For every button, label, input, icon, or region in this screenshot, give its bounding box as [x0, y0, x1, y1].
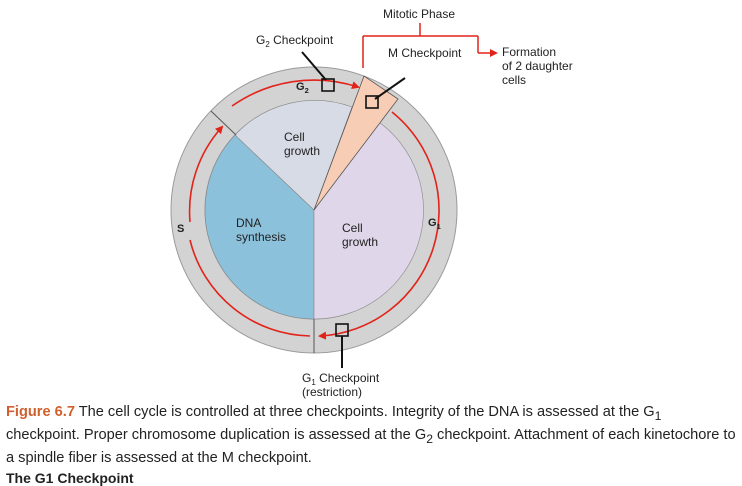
- g2-checkpoint-box: [321, 78, 335, 92]
- arc-arrow-s-lower: [189, 239, 311, 337]
- arc-arrow-s-upper: [188, 125, 224, 223]
- dna-synthesis-line2: synthesis: [236, 230, 286, 244]
- formation-label-2: of 2 daughter: [502, 59, 573, 73]
- m-pointer-line: [374, 77, 406, 100]
- caption-text-1: The cell cycle is controlled at three ch…: [74, 404, 655, 420]
- arc-arrow-g1: [318, 111, 440, 340]
- g2-cell-growth-sector: [234, 100, 353, 211]
- figure-label: Figure 6.7: [6, 404, 75, 420]
- g1-checkpoint-label: G1 Checkpoint: [302, 371, 380, 387]
- m-checkpoint-box: [365, 95, 379, 109]
- formation-label-3: cells: [502, 73, 526, 87]
- ring-divider-s-g2: [210, 110, 237, 136]
- caption-sub-2: 2: [426, 431, 433, 446]
- g2-checkpoint-label: G2 Checkpoint: [256, 33, 334, 49]
- arc-arrow-g2: [231, 79, 360, 107]
- mitotic-phase-wedge: [313, 75, 399, 211]
- figure-caption: Figure 6.7 The cell cycle is controlled …: [6, 403, 738, 468]
- ring-label-s: S: [177, 223, 184, 235]
- caption-text-2: checkpoint. Proper chromosome duplicatio…: [6, 426, 427, 443]
- mitotic-phase-label: Mitotic Phase: [383, 7, 455, 21]
- g1-cell-growth-sector: [313, 119, 424, 320]
- cell-growth-right-line1: Cell: [342, 221, 363, 235]
- g2-pointer-line: [301, 51, 327, 81]
- m-checkpoint-label: M Checkpoint: [388, 46, 462, 60]
- caption-text-3: checkpoint. Attachment of each kinetocho…: [6, 426, 736, 466]
- cell-growth-top-line1: Cell: [284, 130, 305, 144]
- caption-sub-1: 1: [654, 408, 662, 423]
- cell-growth-right-line2: growth: [342, 235, 378, 249]
- dna-synthesis-line1: DNA: [236, 216, 261, 230]
- ring-label-g2: G2: [296, 81, 309, 95]
- formation-label-1: Formation: [502, 45, 556, 59]
- ring-label-g1: G1: [428, 217, 441, 231]
- cell-cycle-diagram: Mitotic Phase M Checkpoint Formation of …: [170, 7, 573, 399]
- g1-checkpoint-note: (restriction): [302, 385, 362, 399]
- next-section-heading: The G1 Checkpoint: [6, 470, 134, 486]
- dna-synthesis-sector: [204, 134, 315, 320]
- cell-growth-top-line2: growth: [284, 144, 320, 158]
